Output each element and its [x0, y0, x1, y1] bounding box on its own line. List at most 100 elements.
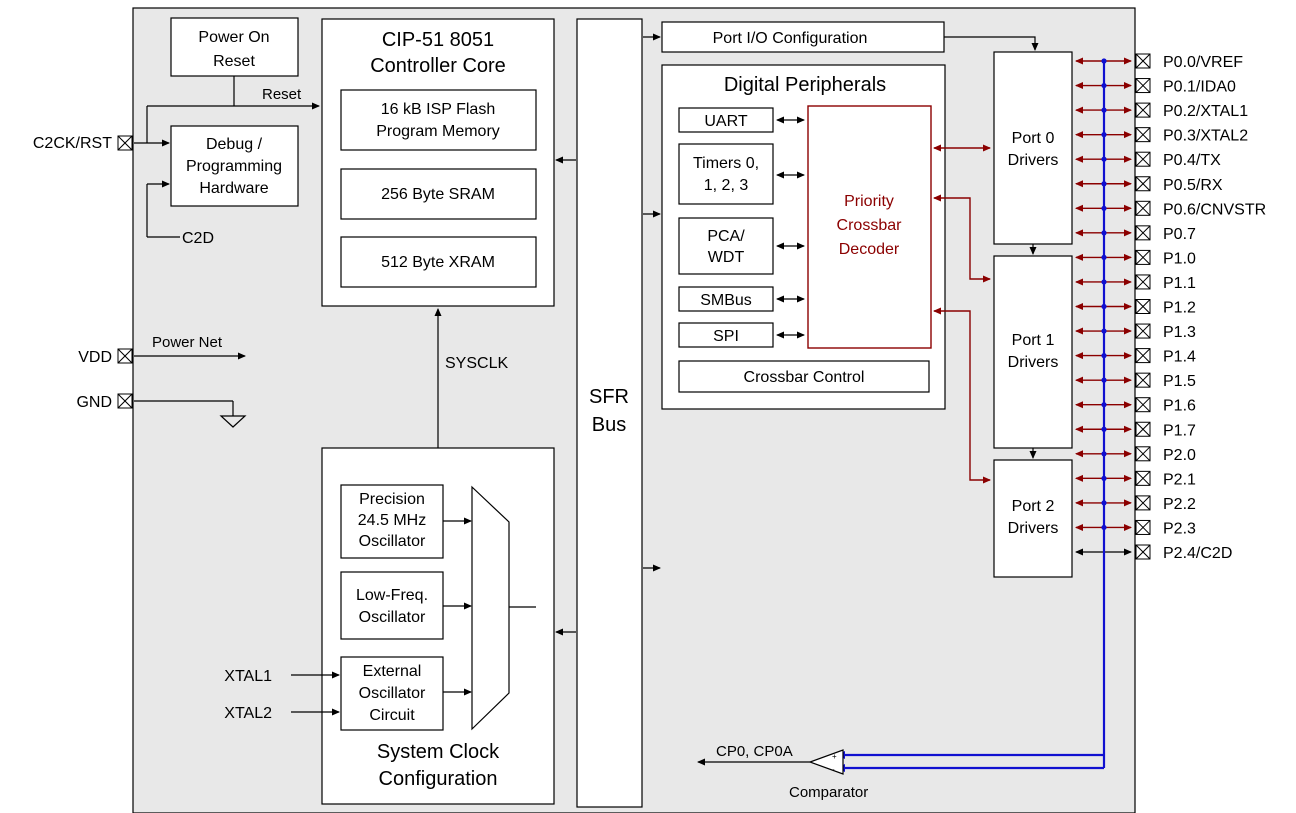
pin-label: P1.4	[1163, 349, 1196, 366]
pin-pad	[1135, 176, 1151, 192]
pin-pad	[1135, 249, 1151, 265]
cpu-core-block: CIP-51 8051 Controller Core 16 kB ISP Fl…	[321, 18, 555, 307]
sram-block	[340, 168, 537, 220]
pin-c2ck-rst: C2CK/RST	[33, 135, 112, 152]
pin-label: P0.2/XTAL1	[1163, 103, 1248, 120]
crossbar-line1: Priority	[844, 193, 894, 210]
power-wiring	[134, 352, 247, 428]
crossbar-line2: Crossbar	[837, 217, 903, 234]
pin-row: P0.0/VREF	[1075, 53, 1243, 71]
xram-label: 512 Byte XRAM	[381, 254, 495, 271]
pin-gnd: GND	[76, 394, 112, 411]
pin-pad	[1135, 200, 1151, 216]
debug-line1: Debug /	[206, 136, 263, 153]
pin-pad	[1135, 102, 1151, 118]
timers-block	[678, 143, 774, 205]
pin-row: P0.2/XTAL1	[1075, 102, 1248, 120]
port0-block	[993, 51, 1073, 245]
clock-mux	[471, 485, 510, 731]
reset-label: Reset	[262, 86, 302, 103]
pin-pad	[1135, 53, 1151, 69]
pin-vdd: VDD	[78, 349, 112, 366]
precision-osc-line3: Oscillator	[359, 533, 426, 550]
reset-wiring	[134, 76, 320, 238]
sram-label: 256 Byte SRAM	[381, 186, 495, 203]
pin-pad	[1135, 446, 1151, 462]
pin-label: P0.1/IDA0	[1163, 79, 1236, 96]
timers-line1: Timers 0,	[693, 155, 759, 172]
comparator-label: Comparator	[789, 784, 868, 801]
pin-label: P1.0	[1163, 250, 1196, 267]
sysclk-label: SYSCLK	[445, 355, 508, 372]
flash-line2: Program Memory	[376, 123, 500, 140]
external-osc-line2: Oscillator	[359, 685, 426, 702]
pin-pad	[1135, 323, 1151, 339]
port0-line2: Drivers	[1008, 152, 1059, 169]
system-clock-line1: System Clock	[377, 741, 500, 763]
pca-block	[678, 217, 774, 275]
pin-label: P1.1	[1163, 275, 1196, 292]
pin-row: P2.3	[1075, 519, 1196, 537]
crossbar-port-links	[933, 144, 991, 484]
pin-vdd-pad	[117, 348, 133, 364]
pin-pad	[1135, 348, 1151, 364]
svg-text:-: -	[832, 765, 835, 774]
pin-pad	[1135, 127, 1151, 143]
comparator-output-label: CP0, CP0A	[716, 743, 793, 760]
pin-label: P0.6/CNVSTR	[1163, 201, 1266, 218]
external-osc-line3: Circuit	[369, 707, 415, 724]
pin-row: P1.4	[1075, 348, 1196, 366]
port1-line1: Port 1	[1012, 332, 1055, 349]
pin-pad	[1135, 372, 1151, 388]
crossbar-decoder-block	[807, 105, 932, 349]
pin-label: P1.5	[1163, 373, 1196, 390]
pin-row: P0.5/RX	[1075, 176, 1223, 194]
cpu-core-line2: Controller Core	[370, 55, 506, 77]
pin-pad	[1135, 470, 1151, 486]
pin-label: P2.3	[1163, 520, 1196, 537]
crossbar-control-block	[678, 360, 930, 393]
pin-row: P1.3	[1075, 323, 1196, 341]
analog-bus	[836, 60, 1106, 772]
port-io-config-block: Port I/O Configuration	[661, 21, 945, 53]
debug-programming-block: Debug / Programming Hardware	[170, 125, 299, 207]
pin-row: P0.1/IDA0	[1075, 78, 1236, 96]
spi-block	[678, 322, 774, 348]
pin-rows: P0.0/VREF P0.1/IDA0P0.2/XTAL1P0.3/XTAL2P0…	[1075, 53, 1266, 562]
power-net-label: Power Net	[152, 334, 223, 351]
pin-label: P1.3	[1163, 324, 1196, 341]
pin-pad	[1135, 78, 1151, 94]
c2d-label: C2D	[182, 230, 214, 247]
power-on-reset-line1: Power On	[198, 29, 269, 46]
pin-label: P1.6	[1163, 398, 1196, 415]
precision-osc-line2: 24.5 MHz	[358, 512, 426, 529]
pin-label: P0.7	[1163, 226, 1196, 243]
pin-pad	[1135, 421, 1151, 437]
lowfreq-osc-line1: Low-Freq.	[356, 587, 428, 604]
pin-pad	[1135, 544, 1151, 560]
timers-line2: 1, 2, 3	[704, 177, 749, 194]
pin-pad	[1135, 519, 1151, 535]
pin-pad	[1135, 397, 1151, 413]
pin-label: P0.4/TX	[1163, 152, 1221, 169]
lowfreq-osc-line2: Oscillator	[359, 609, 426, 626]
pin-row: P1.0	[1075, 249, 1196, 267]
pin-row: P2.1	[1075, 470, 1196, 488]
port-drivers: Port 0 Drivers Port 1 Drivers Port 2 Dri…	[993, 51, 1073, 578]
crossbar-line3: Decoder	[839, 241, 900, 258]
system-clock-line2: Configuration	[379, 768, 498, 790]
pin-gnd-pad	[117, 393, 133, 409]
flash-line1: 16 kB ISP Flash	[381, 101, 495, 118]
lowfreq-osc-block	[340, 571, 444, 640]
port2-line2: Drivers	[1008, 520, 1059, 537]
uart-block	[678, 107, 774, 133]
pin-row: P2.4/C2D	[1075, 544, 1232, 562]
pin-label: P0.3/XTAL2	[1163, 128, 1248, 145]
comparator-symbol: + -	[697, 749, 844, 775]
pin-label: P2.2	[1163, 496, 1196, 513]
port1-line2: Drivers	[1008, 354, 1059, 371]
uart-label: UART	[704, 113, 747, 130]
sfr-line1: SFR	[589, 386, 629, 408]
port0-line1: Port 0	[1012, 130, 1055, 147]
